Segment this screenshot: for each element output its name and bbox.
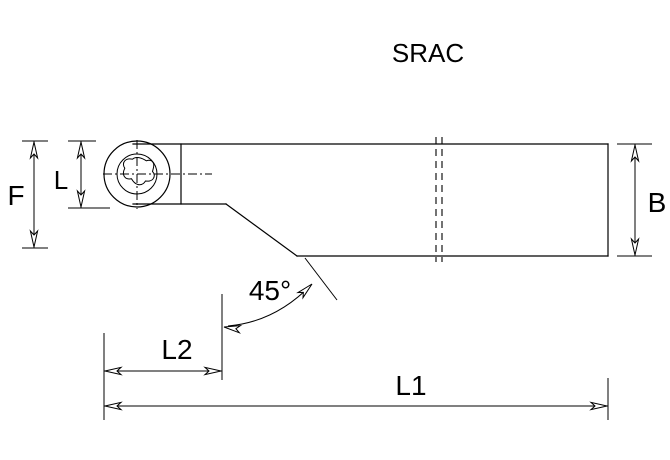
dimension-angle-45: 45° <box>221 257 338 378</box>
dimension-L1: L1 <box>103 370 609 420</box>
page-title: SRAC <box>392 38 464 68</box>
dimension-B: B <box>617 143 667 257</box>
dimension-L: L <box>54 140 110 209</box>
dimension-label-L2: L2 <box>161 334 192 365</box>
break-line <box>435 137 443 262</box>
dimension-label-B: B <box>648 187 667 218</box>
insert-centerlines <box>103 140 212 209</box>
dimension-label-L1: L1 <box>395 370 426 401</box>
torx-screw-head <box>122 156 155 186</box>
dimension-label-F: F <box>7 180 24 211</box>
dimension-F: F <box>7 140 48 249</box>
dimension-label-angle: 45° <box>249 275 291 306</box>
tool-body-outline <box>132 143 609 257</box>
dimension-label-L: L <box>54 165 68 195</box>
dimension-L2: L2 <box>103 333 223 390</box>
